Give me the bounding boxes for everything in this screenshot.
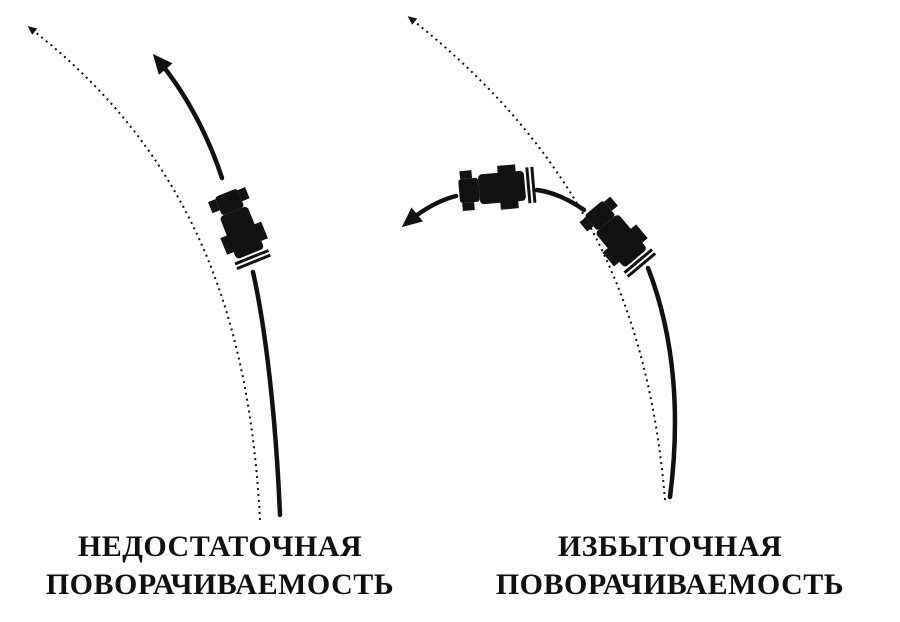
intended-path-dotted bbox=[27, 26, 261, 521]
intended-path-dotted bbox=[407, 16, 666, 501]
understeer-caption: НЕДОСТАТОЧНАЯ ПОВОРАЧИВАЕМОСТЬ bbox=[5, 528, 435, 604]
oversteer-caption-line2: ПОВОРАЧИВАЕМОСТЬ bbox=[495, 568, 845, 601]
oversteer-caption-line1: ИЗБЫТОЧНАЯ bbox=[557, 530, 783, 563]
actual-path-solid-upper bbox=[152, 53, 225, 181]
understeer-caption-line1: НЕДОСТАТОЧНАЯ bbox=[77, 530, 363, 563]
spin-out-arrow bbox=[401, 193, 459, 228]
understeer-scenario bbox=[27, 26, 283, 521]
car-icon bbox=[458, 164, 537, 212]
actual-path-solid-lower bbox=[250, 269, 283, 518]
car-icon bbox=[579, 196, 657, 278]
actual-path-solid-middle bbox=[534, 187, 587, 213]
oversteer-caption: ИЗБЫТОЧНАЯ ПОВОРАЧИВАЕМОСТЬ bbox=[455, 528, 885, 604]
oversteer-scenario bbox=[401, 16, 678, 501]
understeer-caption-line2: ПОВОРАЧИВАЕМОСТЬ bbox=[45, 568, 395, 601]
car-icon bbox=[207, 187, 271, 270]
actual-path-solid-lower bbox=[645, 265, 678, 500]
